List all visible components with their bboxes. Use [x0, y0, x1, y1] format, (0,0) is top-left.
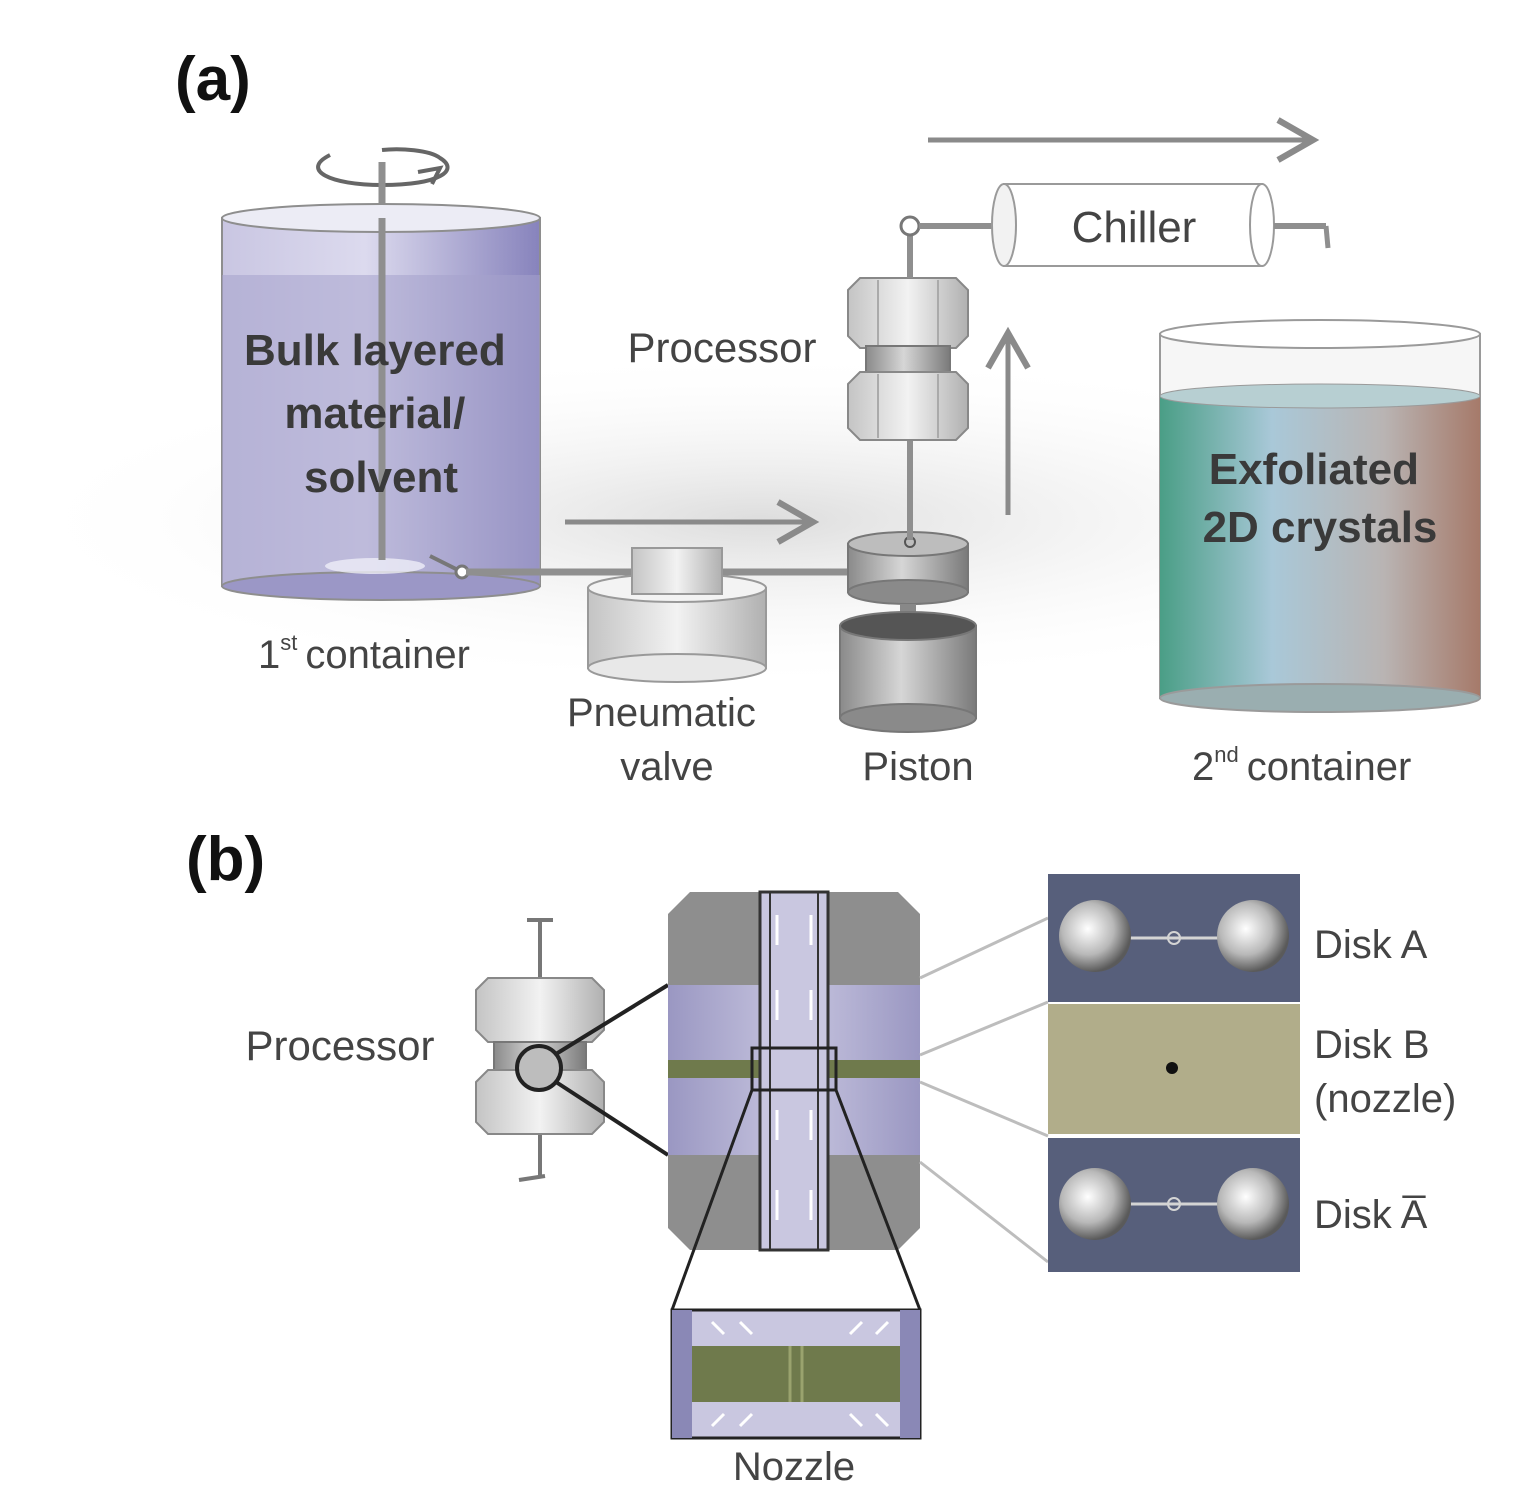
first-container — [221, 203, 541, 601]
processor-cross-section — [668, 890, 922, 1311]
disk-b-label: Disk B (nozzle) — [1314, 1023, 1456, 1121]
chiller-label: Chiller — [1072, 203, 1197, 252]
disk-a-photo — [1048, 874, 1300, 1002]
disk-a-label: Disk A — [1314, 923, 1428, 967]
piston-label: Piston — [862, 745, 973, 789]
stirrer-rotation-icon — [316, 147, 450, 188]
piston — [839, 531, 977, 733]
second-container — [1159, 319, 1481, 713]
processor — [847, 277, 969, 441]
small-processor — [475, 918, 670, 1182]
panel-b-label: (b) — [186, 825, 265, 894]
second-container-contents: Exfoliated 2D crystals — [1203, 445, 1438, 552]
outlet-pipe — [899, 215, 1004, 278]
disk-a-bar-label: Disk A̅ — [1314, 1193, 1428, 1237]
pneumatic-valve — [587, 547, 767, 683]
first-container-contents: Bulk layered material/ solvent — [244, 326, 518, 502]
disk-a-bar-photo — [1048, 1138, 1300, 1272]
nozzle-zoom — [670, 1308, 922, 1440]
chiller — [991, 183, 1331, 267]
nozzle-label: Nozzle — [733, 1445, 855, 1489]
pneumatic-valve-label: Pneumatic valve — [567, 691, 767, 789]
panel-a-label: (a) — [175, 45, 251, 114]
processor-label: Processor — [627, 324, 816, 371]
disk-leader-lines — [919, 916, 1049, 1264]
disk-b-photo — [1048, 1004, 1300, 1134]
small-processor-label: Processor — [245, 1022, 434, 1069]
